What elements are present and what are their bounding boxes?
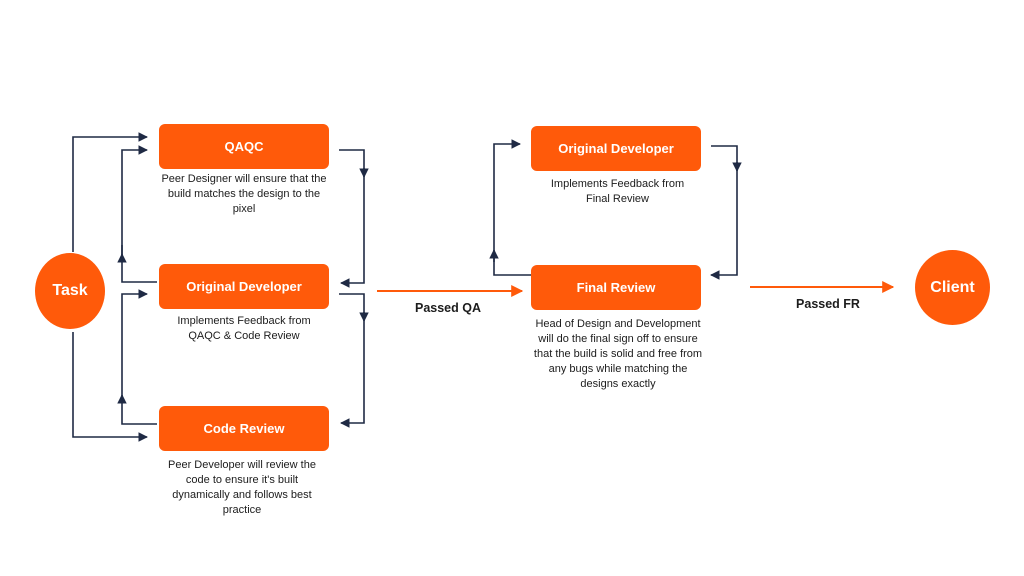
client-node: Client — [915, 250, 990, 325]
original-developer-2-description: Implements Feedback from Final Review — [550, 178, 685, 205]
original-developer-2-node: Original Developer — [531, 126, 701, 171]
edge-original-developer-to-final-review — [710, 145, 738, 280]
edge-task-to-qaqc — [72, 132, 148, 252]
final-review-node: Final Review — [531, 265, 701, 310]
final-review-description: Head of Design and Development will do t… — [533, 318, 703, 390]
edge-code-review-to-original-developer — [121, 289, 157, 425]
qaqc-node: QAQC — [159, 124, 329, 169]
passed-qa-label: Passed QA — [414, 301, 481, 315]
edge-qaqc-to-original-developer — [339, 149, 365, 288]
original-developer-node: Original Developer — [159, 264, 329, 309]
task-node: Task — [35, 253, 105, 329]
qaqc-description: Peer Designer will ensure that the build… — [161, 173, 327, 215]
edge-original-developer-to-code-review — [339, 293, 365, 428]
code-review-description: Peer Developer will review the code to e… — [168, 459, 316, 516]
passed-fr-label: Passed FR — [796, 297, 860, 311]
original-developer-description: Implements Feedback from QAQC & Code Rev… — [177, 315, 311, 342]
edge-task-to-code-review — [72, 332, 148, 442]
code-review-node: Code Review — [159, 406, 329, 451]
edge-final-review-to-original-developer — [493, 139, 531, 276]
edge-original-developer-to-qaqc — [121, 145, 157, 283]
